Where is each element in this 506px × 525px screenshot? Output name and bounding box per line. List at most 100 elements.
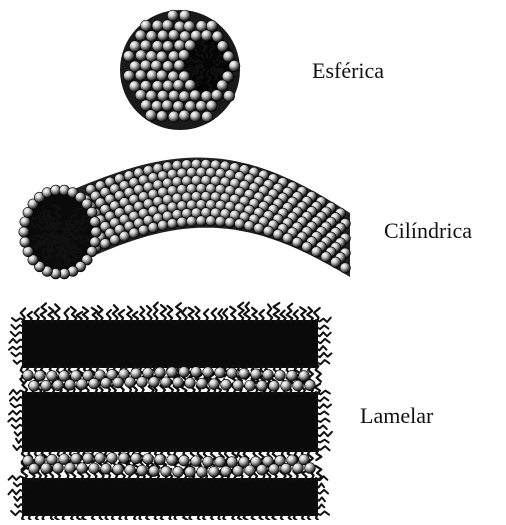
lipid-head	[77, 463, 88, 474]
lipid-head	[140, 20, 151, 31]
lipid-head	[211, 90, 222, 101]
lipid-head	[35, 370, 46, 381]
lipid-head	[140, 40, 151, 51]
lipid-head	[179, 367, 190, 378]
lipid-head	[196, 101, 207, 112]
lipid-tail	[195, 307, 199, 322]
lipid-tail	[10, 397, 24, 401]
lipid-head	[168, 90, 179, 101]
lipid-head	[233, 380, 244, 391]
lipid-head	[302, 242, 312, 252]
lipid-tail	[113, 305, 118, 322]
lipid-head	[20, 237, 30, 247]
lipid-head	[90, 217, 100, 227]
lipid-head	[177, 217, 187, 227]
lipid-tail	[238, 303, 244, 322]
lipid-tail	[307, 307, 313, 322]
lipid-head	[19, 227, 29, 237]
lipid-head	[20, 217, 30, 227]
lipid-head	[91, 227, 101, 237]
lipid-head	[168, 30, 179, 41]
lipid-head	[186, 216, 196, 226]
lipid-head	[125, 377, 136, 388]
lipid-head	[273, 229, 283, 239]
lipid-head	[125, 465, 136, 476]
lipid-tail	[212, 309, 217, 322]
lipid-head	[158, 220, 168, 230]
lipid-head	[206, 100, 217, 111]
lipid-tail	[9, 411, 24, 415]
lipid-head	[203, 456, 214, 467]
lipid-tail	[316, 366, 321, 382]
lipid-tail	[71, 307, 76, 322]
lipid-tail	[9, 476, 24, 480]
lipid-tail	[252, 308, 257, 322]
lipid-tail	[161, 305, 167, 322]
lipid-head	[65, 379, 76, 390]
lipid-head	[23, 246, 33, 256]
lipid-head	[162, 20, 173, 31]
lipid-tail	[41, 303, 47, 322]
lipid-head	[197, 467, 208, 478]
lipid-head	[179, 110, 190, 121]
lipid-head	[138, 225, 148, 235]
lipid-tail	[8, 418, 24, 422]
lipid-tail	[9, 339, 24, 343]
lipid-tail	[127, 307, 132, 322]
lipid-head	[233, 466, 244, 477]
lipid-head	[185, 80, 196, 91]
lipid-head	[257, 381, 268, 392]
lipid-head	[190, 90, 201, 101]
lipid-tail	[287, 304, 293, 322]
lipid-head	[263, 369, 274, 380]
lipid-head	[131, 453, 142, 464]
lipid-head	[281, 463, 292, 474]
lipid-tail	[9, 490, 25, 495]
lipid-head	[89, 378, 100, 389]
label-cylindrical: Cilíndrica	[384, 220, 472, 242]
lipid-head	[119, 453, 130, 464]
lipid-head	[174, 60, 185, 71]
lipid-head	[281, 381, 292, 392]
lipid-head	[245, 380, 256, 391]
lipid-head	[29, 381, 40, 392]
lipid-head	[47, 371, 58, 382]
lipid-head	[179, 91, 190, 102]
lipid-head	[157, 30, 168, 41]
lipid-head	[149, 377, 160, 388]
lipid-head	[152, 81, 163, 92]
lipid-head	[321, 252, 331, 262]
lipid-head	[83, 453, 94, 464]
label-lamellar: Lamelar	[360, 405, 433, 427]
lipid-head	[287, 370, 298, 381]
lipid-head	[161, 466, 172, 477]
lipid-head	[155, 454, 166, 465]
lipid-tail	[316, 339, 330, 343]
lipid-tail	[316, 450, 321, 460]
lipid-tail	[274, 303, 280, 322]
lipid-tail	[176, 303, 181, 322]
lipid-head	[196, 216, 206, 226]
lipid-head	[113, 377, 124, 388]
lipid-head	[305, 463, 316, 474]
lipid-head	[156, 111, 167, 122]
lipid-head	[41, 463, 52, 474]
lipid-tail	[98, 306, 103, 322]
lipid-head	[71, 453, 82, 464]
lipid-tail	[48, 307, 53, 322]
lipid-head	[152, 20, 163, 31]
lipid-tail	[244, 303, 250, 322]
label-spherical: Esférica	[312, 60, 384, 82]
lipid-head	[221, 466, 232, 477]
lipid-head	[190, 111, 201, 122]
lipid-head	[254, 223, 264, 233]
lipid-head	[156, 70, 167, 81]
lipid-head	[162, 41, 173, 52]
lipid-head	[184, 21, 195, 32]
lipid-head	[239, 368, 250, 379]
lipid-tail	[182, 308, 187, 322]
lipid-head	[29, 463, 40, 474]
lipid-head	[215, 216, 225, 226]
lipid-head	[215, 456, 226, 467]
